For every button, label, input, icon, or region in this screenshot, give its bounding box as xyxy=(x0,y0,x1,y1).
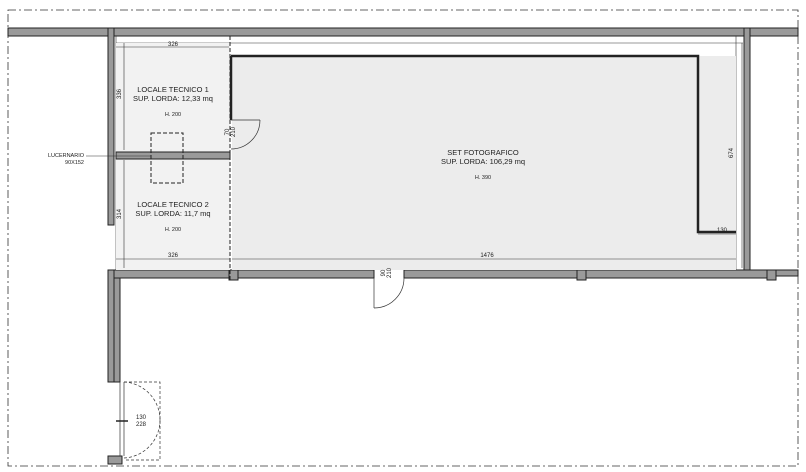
room-area-set: SUP. LORDA: 106,29 mq xyxy=(441,157,525,166)
dim-door-inner-h: 210 xyxy=(231,126,237,137)
room-name-locale1: LOCALE TECNICO 1 xyxy=(137,85,209,94)
corridor-wall-left xyxy=(107,269,115,383)
top-wall xyxy=(7,27,799,37)
skylight-size: 90X152 xyxy=(65,160,84,166)
room-name-set: SET FOTOGRAFICO xyxy=(447,148,519,157)
door-main-swing xyxy=(373,277,405,309)
dim-top-width: 326 xyxy=(168,42,179,48)
ext-door-frame xyxy=(124,381,161,461)
room-area-locale1: SUP. LORDA: 12,33 mq xyxy=(133,94,213,103)
room-height-set: H. 390 xyxy=(475,175,491,181)
dim-bottom-total: 1476 xyxy=(480,253,494,259)
room-height-locale1: H. 200 xyxy=(165,112,181,118)
dim-bottom-left: 326 xyxy=(168,253,179,259)
dim-right-depth: 674 xyxy=(729,147,735,158)
bottom-wall-right xyxy=(403,269,777,279)
dim-door-ext-w: 130 xyxy=(136,415,147,421)
ext-door-swing-2 xyxy=(123,419,161,459)
door-inner-swing xyxy=(230,119,261,150)
dim-loc2-depth: 314 xyxy=(117,208,123,219)
dim-door-main-h: 210 xyxy=(387,267,393,278)
dim-door-inner-w: 70 xyxy=(225,128,231,135)
dim-right-step: 130 xyxy=(717,228,728,234)
dim-door-ext-h: 228 xyxy=(136,422,147,428)
corridor-wall-bottom xyxy=(107,455,123,465)
skylight-outline xyxy=(150,132,184,184)
room-height-locale2: H. 200 xyxy=(165,227,181,233)
bottom-wall-ext xyxy=(775,269,799,277)
dim-door-main-w: 90 xyxy=(381,269,387,276)
room-area-locale2: SUP. LORDA: 11,7 mq xyxy=(135,209,210,218)
bottom-wall-left xyxy=(107,269,375,279)
pillar-2 xyxy=(576,269,587,281)
dim-loc1-depth: 336 xyxy=(117,88,123,99)
room-name-locale2: LOCALE TECNICO 2 xyxy=(137,200,209,209)
site-boundary xyxy=(7,9,799,467)
skylight-label: LUCERNARIO xyxy=(48,153,85,159)
set-inner-wall xyxy=(231,54,736,234)
tech-partition xyxy=(115,151,231,160)
left-wall-upper xyxy=(107,27,115,226)
corridor-wall-inner xyxy=(113,277,121,383)
ext-door-swing-1 xyxy=(123,381,161,421)
right-wall xyxy=(743,27,751,273)
pillar-3 xyxy=(766,269,777,281)
set-room-fill xyxy=(232,56,736,270)
